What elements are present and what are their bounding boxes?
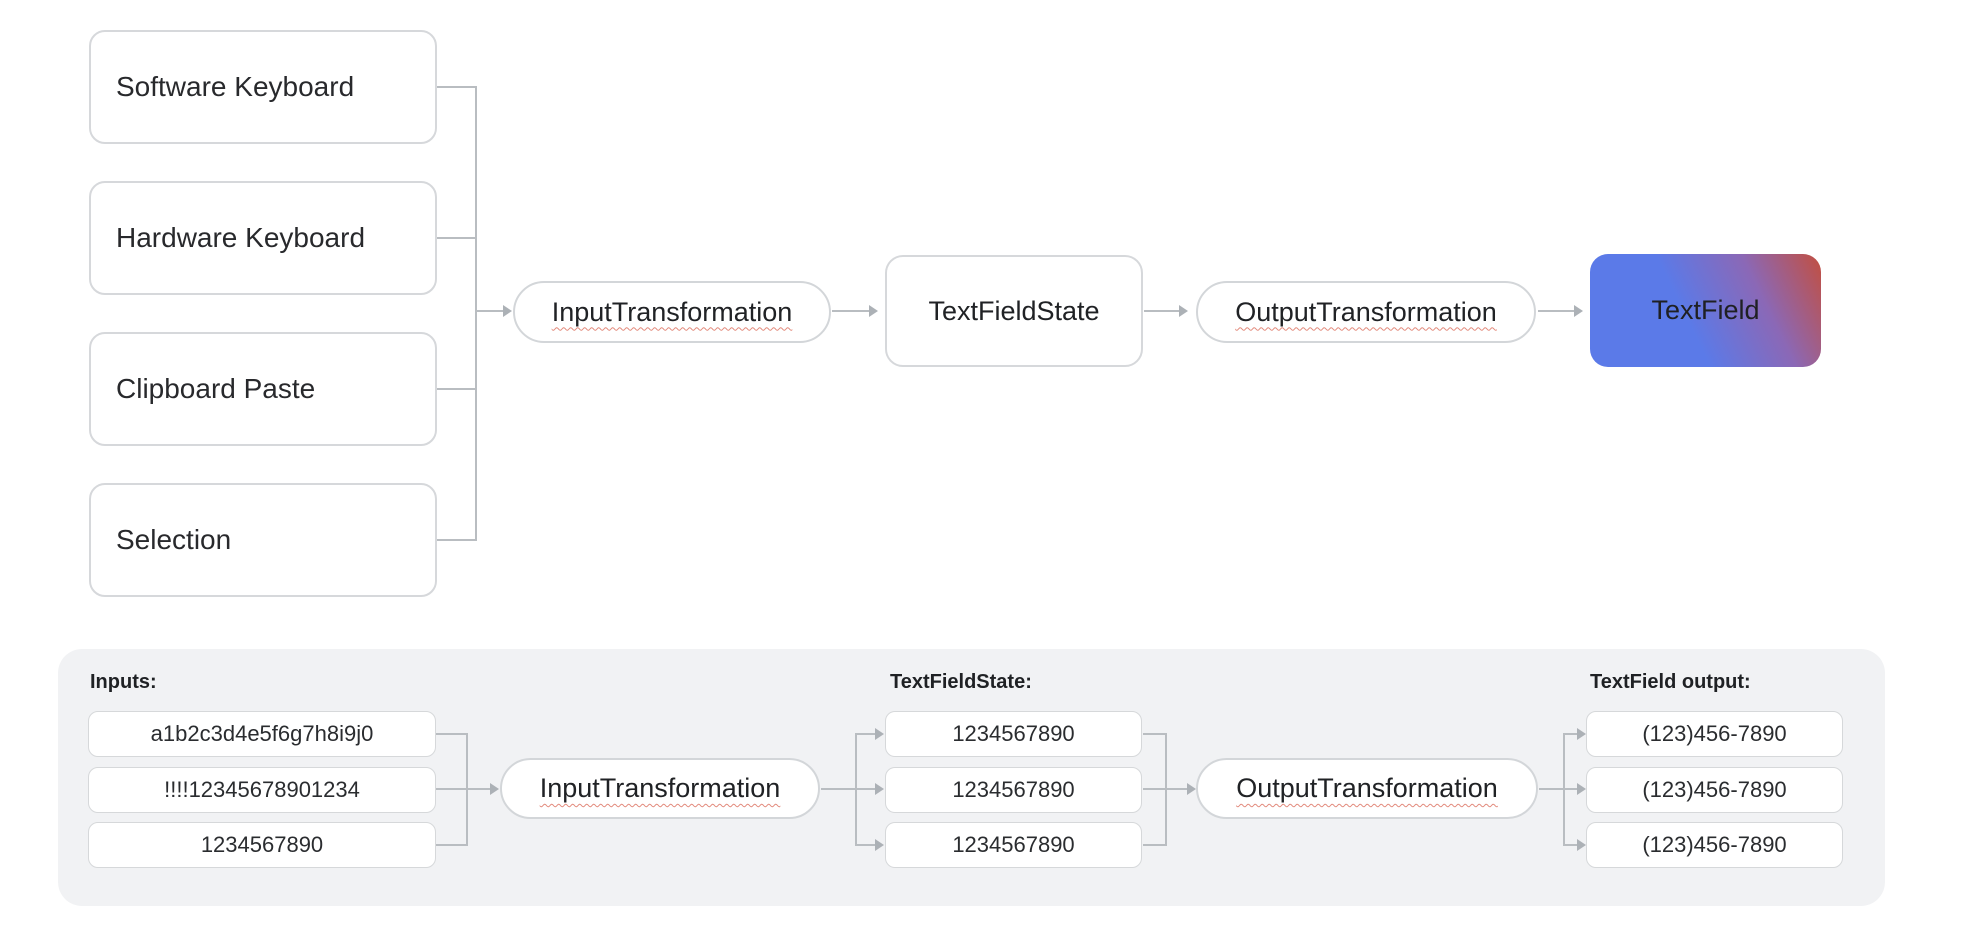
- state-value: 1234567890: [952, 721, 1075, 746]
- output-value-box: (123)456-7890: [1586, 711, 1843, 757]
- arrowhead: [1179, 305, 1188, 317]
- connector: [1563, 844, 1577, 846]
- node-textfield: TextField: [1590, 254, 1821, 367]
- input-value: !!!!12345678901234: [164, 777, 360, 802]
- state-value-box: 1234567890: [885, 711, 1142, 757]
- connector: [855, 733, 875, 735]
- source-label: Software Keyboard: [116, 71, 355, 102]
- source-label: Selection: [116, 524, 232, 555]
- node-output-transformation: OutputTransformation: [1196, 281, 1536, 343]
- arrowhead: [875, 728, 884, 740]
- connector: [1144, 310, 1179, 312]
- source-label: Hardware Keyboard: [116, 222, 366, 253]
- output-value-box: (123)456-7890: [1586, 822, 1843, 868]
- node-input-transformation: InputTransformation: [513, 281, 831, 343]
- input-value: 1234567890: [200, 832, 324, 857]
- connector: [1563, 733, 1577, 735]
- arrowhead: [490, 783, 499, 795]
- connector: [855, 844, 875, 846]
- connector: [1143, 788, 1167, 790]
- connector: [1143, 733, 1167, 735]
- node-label: InputTransformation: [539, 773, 781, 803]
- input-value-box: !!!!12345678901234: [88, 767, 436, 813]
- connector: [1563, 788, 1577, 790]
- arrowhead: [1577, 783, 1586, 795]
- connector: [437, 86, 476, 88]
- state-value-box: 1234567890: [885, 822, 1142, 868]
- state-value: 1234567890: [952, 832, 1075, 857]
- arrowhead: [1187, 783, 1196, 795]
- arrowhead: [869, 305, 878, 317]
- input-value-box: 1234567890: [88, 822, 436, 868]
- state-value-box: 1234567890: [885, 767, 1142, 813]
- input-value-box: a1b2c3d4e5f6g7h8i9j0: [88, 711, 436, 757]
- arrowhead: [1577, 728, 1586, 740]
- output-value-box: (123)456-7890: [1586, 767, 1843, 813]
- output-heading: TextField output:: [1590, 671, 1751, 693]
- node-label: TextField: [1651, 295, 1760, 325]
- connector: [436, 733, 468, 735]
- connector: [466, 788, 490, 790]
- example-output-transformation: OutputTransformation: [1196, 758, 1538, 819]
- state-heading: TextFieldState:: [890, 671, 1032, 693]
- connector: [437, 388, 476, 390]
- source-box-software-keyboard: Software Keyboard: [89, 30, 437, 144]
- connector: [1165, 788, 1187, 790]
- input-value: a1b2c3d4e5f6g7h8i9j0: [150, 721, 374, 746]
- output-value: (123)456-7890: [1642, 777, 1787, 802]
- source-box-clipboard-paste: Clipboard Paste: [89, 332, 437, 446]
- connector: [832, 310, 869, 312]
- arrowhead: [503, 305, 512, 317]
- connector: [1538, 310, 1574, 312]
- connector: [1539, 788, 1565, 790]
- connector: [1143, 844, 1167, 846]
- connector: [855, 788, 875, 790]
- output-value: (123)456-7890: [1642, 721, 1787, 746]
- source-label: Clipboard Paste: [116, 373, 316, 404]
- connector: [437, 539, 476, 541]
- connector: [475, 310, 503, 312]
- source-box-hardware-keyboard: Hardware Keyboard: [89, 181, 437, 295]
- connector: [436, 788, 468, 790]
- arrowhead: [875, 783, 884, 795]
- node-label: OutputTransformation: [1235, 296, 1497, 327]
- node-textfieldstate: TextFieldState: [885, 255, 1143, 367]
- connector: [475, 86, 477, 541]
- state-value: 1234567890: [952, 777, 1075, 802]
- arrowhead: [875, 839, 884, 851]
- connector: [821, 788, 857, 790]
- source-box-selection: Selection: [89, 483, 437, 597]
- output-value: (123)456-7890: [1642, 832, 1787, 857]
- inputs-heading: Inputs:: [90, 671, 157, 693]
- node-label: TextFieldState: [928, 295, 1100, 326]
- node-label: OutputTransformation: [1236, 773, 1498, 803]
- node-label: InputTransformation: [551, 296, 793, 327]
- connector: [436, 844, 468, 846]
- example-input-transformation: InputTransformation: [500, 758, 820, 819]
- connector: [437, 237, 476, 239]
- arrowhead: [1574, 305, 1583, 317]
- arrowhead: [1577, 839, 1586, 851]
